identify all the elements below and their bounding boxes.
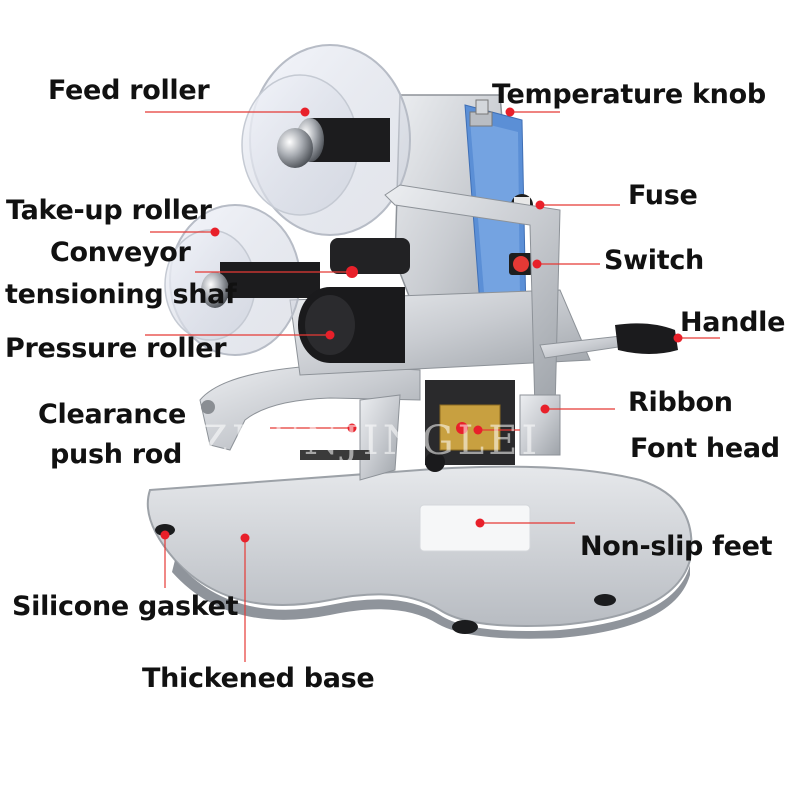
label-feed-roller: Feed roller (48, 75, 210, 106)
label-take-up-roller: Take-up roller (6, 195, 212, 226)
dot-feed-roller (300, 107, 310, 117)
label-switch: Switch (604, 245, 704, 276)
dot-conveyor (347, 267, 357, 277)
label-fuse: Fuse (628, 180, 698, 211)
dot-take-up-roller (210, 227, 220, 237)
dot-non-slip-feet (475, 518, 485, 528)
label-temperature-knob: Temperature knob (492, 79, 766, 110)
temperature-knob (469, 99, 493, 127)
leader-lines (145, 111, 720, 662)
handle (539, 323, 678, 359)
font-head (425, 380, 561, 472)
dot-ribbon (540, 404, 550, 414)
watermark: ZHENJINGLEI (200, 418, 542, 464)
dot-handle (673, 333, 683, 343)
label-conveyor: Conveyor (50, 237, 191, 268)
callout-dots (160, 107, 683, 543)
dot-temperature-knob (505, 107, 515, 117)
label-font-head: Font head (630, 433, 780, 464)
thickened-base (146, 465, 693, 639)
label-silicone-gasket: Silicone gasket (12, 591, 239, 622)
label-pressure-roller: Pressure roller (5, 333, 227, 364)
label-non-slip-feet: Non-slip feet (580, 531, 773, 562)
dot-fuse (535, 200, 545, 210)
dot-font-head (473, 425, 483, 435)
power-switch (509, 253, 533, 275)
dot-thickened-base (240, 533, 250, 543)
dot-clearance (347, 423, 357, 433)
feed-roller (241, 44, 411, 236)
pressure-roller (298, 287, 405, 363)
dot-silicone-gasket (160, 530, 170, 540)
label-push-rod: push rod (50, 439, 183, 470)
dot-switch (532, 259, 542, 269)
label-handle: Handle (680, 307, 786, 338)
label-thickened-base: Thickened base (142, 663, 375, 694)
label-clearance: Clearance (38, 399, 186, 430)
label-ribbon: Ribbon (628, 387, 733, 418)
label-tensioning-shaft: tensioning shaf (5, 279, 237, 310)
lower-frame (199, 364, 421, 481)
dot-pressure-roller (325, 330, 335, 340)
rubber-feet (155, 524, 616, 634)
take-up-roller (164, 204, 320, 356)
